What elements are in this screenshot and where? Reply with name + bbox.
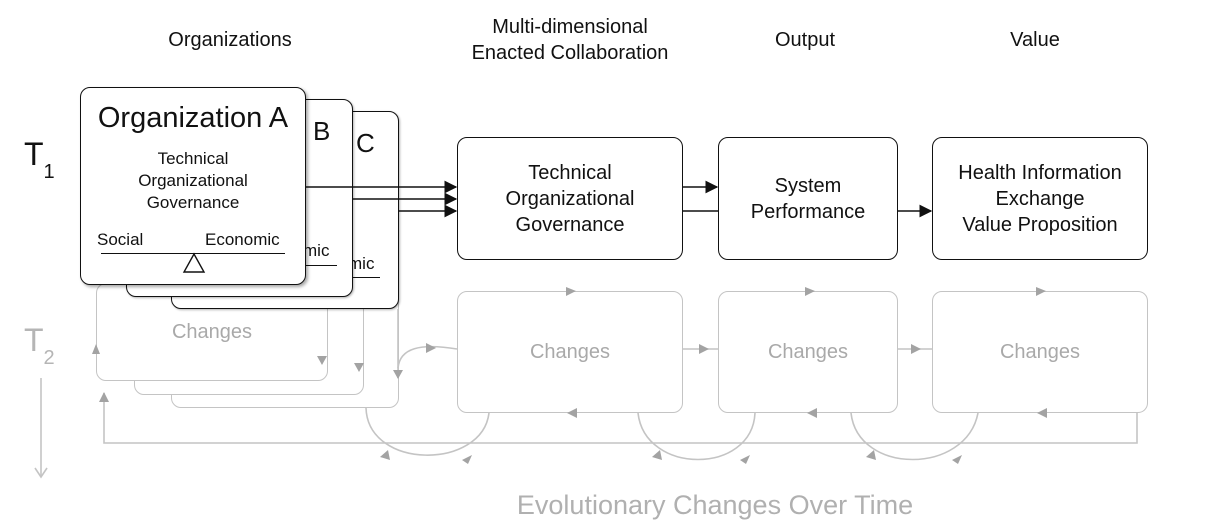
balance-beam	[101, 253, 285, 254]
arrowhead-to-output-changes	[699, 344, 709, 354]
value-box: Health Information Exchange Value Propos…	[932, 137, 1148, 260]
output-performance: Performance	[750, 200, 866, 223]
arrowhead-loop3-right	[952, 455, 962, 464]
social-label: Social	[97, 230, 144, 249]
collaboration-box: Technical Organizational Governance	[457, 137, 683, 260]
org-changes-label: Changes	[171, 320, 253, 343]
collaboration-technical: Technical	[528, 161, 612, 184]
arrowhead-value-bottom	[1037, 408, 1047, 418]
value-exchange: Exchange	[995, 187, 1085, 210]
arrowhead-org-a-up	[92, 344, 100, 354]
arrowhead-collab-top	[566, 287, 576, 296]
value-changes-label: Changes	[999, 340, 1081, 363]
arrowhead-to-value-changes	[911, 344, 921, 354]
balance-fulcrum-icon	[182, 252, 206, 273]
org-card-b-scale-line	[297, 265, 337, 266]
org-card-b-economic-fragment: mic	[303, 241, 330, 260]
header-value: Value	[1010, 29, 1060, 51]
arrowhead-loop2-left	[652, 450, 662, 460]
arrowhead-loop3-left	[866, 450, 876, 460]
arrowhead-output-top	[805, 287, 815, 296]
header-output: Output	[774, 29, 836, 51]
economic-label: Economic	[205, 230, 280, 249]
org-dimension-organizational: Organizational	[138, 171, 248, 190]
arrowhead-collab-bottom	[567, 408, 577, 418]
org-dimension-governance: Governance	[146, 193, 240, 212]
t1-letter: T	[24, 136, 44, 172]
arrowhead-org-c-down	[393, 370, 403, 379]
t2-subscript: 2	[43, 347, 55, 370]
arrowhead-org-b-down	[354, 363, 364, 372]
header-collaboration-line1: Multi-dimensional	[492, 16, 648, 38]
arrowhead-loop-entry	[426, 343, 436, 353]
loop-below-output	[637, 412, 756, 461]
arrowhead-org-a-down	[317, 356, 327, 365]
org-card-c-title: C	[356, 128, 375, 158]
time-label-t2: T2	[24, 322, 55, 369]
org-dimension-technical: Technical	[157, 149, 229, 168]
collaboration-governance: Governance	[515, 213, 625, 236]
output-system: System	[774, 174, 842, 197]
header-collaboration: Multi-dimensional Enacted Collaboration	[430, 14, 710, 66]
org-card-c-economic-fragment: mic	[348, 254, 375, 273]
value-proposition: Value Proposition	[962, 213, 1118, 236]
footer-caption: Evolutionary Changes Over Time	[516, 490, 914, 520]
org-card-a: Organization A Technical Organizational …	[80, 87, 306, 285]
t2-arrowheads	[92, 287, 1047, 464]
collaboration-changes-box: Changes	[457, 291, 683, 413]
arrowhead-loop2-right	[740, 455, 750, 464]
arrowhead-loop1-right	[462, 455, 472, 464]
collaboration-changes-label: Changes	[529, 340, 611, 363]
t1-arrows	[306, 180, 933, 218]
value-health-information: Health Information	[958, 161, 1122, 184]
time-down-arrow	[34, 378, 48, 479]
bottom-return-line	[103, 393, 1138, 444]
header-organizations: Organizations	[168, 29, 292, 51]
output-changes-label: Changes	[767, 340, 849, 363]
arrowhead-output-bottom	[807, 408, 817, 418]
loop-below-value	[850, 412, 979, 461]
arrowhead-return-up	[99, 392, 109, 402]
time-label-t1: T1	[24, 136, 55, 183]
t2-feedback-lines	[103, 309, 1138, 461]
org-card-a-dimensions: Technical Organizational Governance	[81, 148, 305, 214]
org-card-c-scale-line	[342, 277, 380, 278]
collaboration-organizational: Organizational	[505, 187, 635, 210]
output-changes-box: Changes	[718, 291, 898, 413]
output-box: System Performance	[718, 137, 898, 260]
org-card-a-title: Organization A	[97, 102, 289, 134]
arrowhead-loop1-left	[380, 450, 390, 460]
loop-below-collaboration	[365, 407, 490, 456]
t1-subscript: 1	[43, 161, 55, 184]
header-collaboration-line2: Enacted Collaboration	[471, 42, 669, 64]
loop-org-to-collaboration	[397, 345, 458, 369]
t2-letter: T	[24, 322, 44, 358]
org-card-b-title: B	[313, 116, 331, 146]
arrowhead-value-top	[1036, 287, 1046, 296]
